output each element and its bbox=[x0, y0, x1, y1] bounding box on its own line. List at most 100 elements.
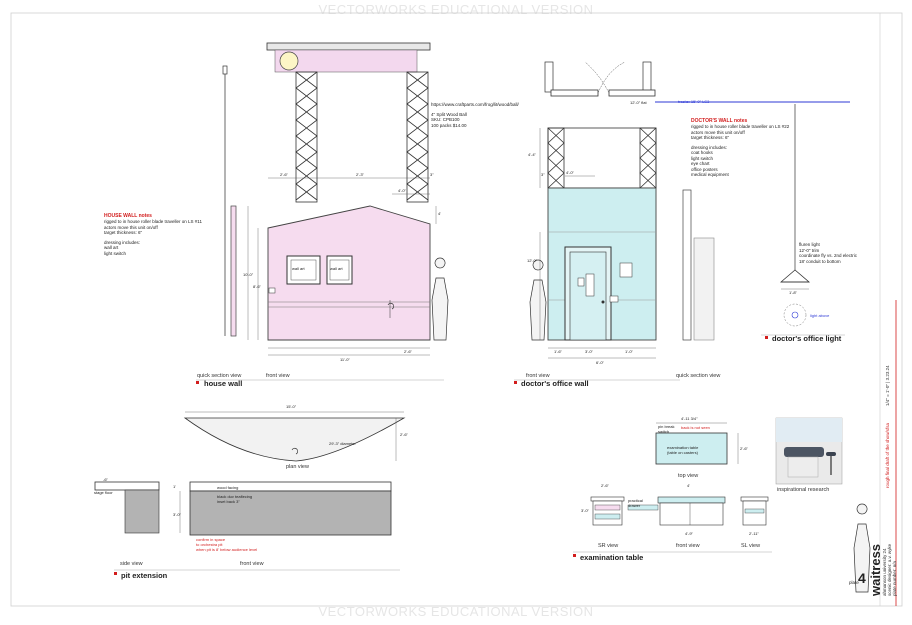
url-line: 4" Split Wood Ball bbox=[431, 111, 467, 117]
plate-label: plate bbox=[849, 580, 859, 585]
note-line: eye chart bbox=[691, 161, 710, 166]
title-block-line: plate number: n/a bbox=[892, 560, 897, 596]
view-label: front view bbox=[240, 561, 264, 567]
view-label: side view bbox=[120, 561, 143, 567]
house-wall-notes: HOUSE WALL notes rigged to in house roll… bbox=[104, 213, 202, 256]
dim-label: 2'-6" bbox=[404, 349, 412, 354]
doctors-wall-drawing bbox=[529, 61, 850, 359]
note-line: light switch bbox=[104, 250, 127, 256]
note-line: light switch bbox=[691, 155, 714, 161]
light-notes: fluren light 12'-0" trim coordinate fly … bbox=[799, 242, 857, 264]
note-line: black duv teaflecing bbox=[217, 494, 253, 499]
dim-label: 4' bbox=[438, 211, 441, 216]
exam-table-drawing bbox=[590, 417, 871, 593]
view-label: SR view bbox=[598, 543, 619, 549]
view-label: top view bbox=[678, 473, 699, 479]
plate-number: 4 bbox=[858, 570, 866, 586]
light-title: doctor's office light bbox=[772, 334, 842, 343]
pit-extension-drawing bbox=[94, 411, 406, 536]
note-line: wood facing bbox=[217, 485, 239, 490]
note-line: when pit is 8' below audience level bbox=[196, 547, 258, 552]
pit-red-notes: confirm in space to orchestra pit when p… bbox=[196, 537, 257, 552]
dim-label: 2'-6" bbox=[601, 483, 609, 488]
note-line: to orchestra pit bbox=[196, 542, 223, 547]
view-label: quick section view bbox=[197, 373, 242, 379]
note-line: inset back 3" bbox=[217, 499, 240, 504]
watermark-bottom: VECTORWORKS EDUCATIONAL VERSION bbox=[318, 604, 594, 619]
note-line: office posters bbox=[691, 166, 718, 172]
note-line: fluren light bbox=[799, 242, 820, 247]
dim-label: 12'-0" flat bbox=[630, 100, 647, 105]
dim-label: 3" bbox=[541, 172, 545, 177]
note-line: medical equipment bbox=[691, 172, 729, 177]
wall-art-label: wall art bbox=[292, 266, 305, 271]
dim-label: 1'-8" bbox=[789, 290, 797, 295]
light-above-label: light above bbox=[810, 313, 830, 318]
drawer-note-line: practical bbox=[628, 498, 643, 503]
inspiration-label: inspirational research bbox=[777, 487, 830, 493]
note-line: 18' conduit to bottom bbox=[799, 258, 841, 264]
url-note: https://www.craftparts.com/frog/lit/wood… bbox=[431, 102, 519, 128]
wall-art-label: wall art bbox=[330, 266, 343, 271]
pin-note: pin break switch bbox=[658, 424, 675, 434]
stage-floor-label: stage floor bbox=[94, 490, 113, 495]
table-label-line: examination table bbox=[667, 445, 699, 450]
dim-label: 3" bbox=[430, 172, 434, 177]
url-line: 100 packs $14.00 bbox=[431, 122, 467, 128]
house-wall-notes-title: HOUSE WALL notes bbox=[104, 213, 152, 219]
note-line: rigged to in house roller blade travelle… bbox=[691, 124, 790, 129]
dim-label: 3'-0" bbox=[585, 349, 593, 354]
dim-label: 3'-0" bbox=[581, 508, 589, 513]
dim-label: 4'-9" bbox=[685, 531, 693, 536]
note-line: actors move this unit on/off bbox=[691, 129, 745, 135]
dim-label: 2'-6" bbox=[400, 432, 408, 437]
doctors-wall-title: doctor's office wall bbox=[521, 379, 589, 388]
dim-label: 6'-0" bbox=[596, 360, 604, 365]
dim-label: 4'-0" bbox=[398, 188, 406, 193]
dim-label: 1'-0" bbox=[625, 349, 633, 354]
note-line: 12'-0" trim bbox=[799, 247, 820, 253]
dim-label: 15'-0" bbox=[286, 404, 297, 409]
dim-label: 4' bbox=[687, 483, 690, 488]
dim-label: 2'-6" bbox=[280, 172, 288, 177]
dim-label: 2'-3" bbox=[356, 172, 364, 177]
dim-label: 10'-0" bbox=[243, 272, 254, 277]
url-text: https://www.craftparts.com/frog/lit/wood… bbox=[431, 102, 519, 107]
dim-label: 4'-4" bbox=[528, 152, 536, 157]
dim-label: 2'-6" bbox=[740, 446, 748, 451]
table-label: examination table (table on casters) bbox=[667, 445, 698, 455]
note-line: coat hooks bbox=[691, 150, 713, 155]
note-line: actors move this unit on/off bbox=[104, 224, 158, 230]
view-label: front view bbox=[526, 373, 550, 379]
drawer-note: practical drawer bbox=[628, 498, 643, 508]
view-label: front view bbox=[676, 543, 700, 549]
title-block-red: rough final draft of the show/sfsa bbox=[885, 422, 890, 488]
view-label: quick section view bbox=[676, 373, 721, 379]
note-line: target thickness: 6" bbox=[691, 135, 730, 140]
dim-label: 2'-11" bbox=[749, 531, 759, 536]
drawer-note-line: drawer bbox=[628, 503, 641, 508]
track-label: tracks: 15'-0" LS3 bbox=[678, 99, 710, 104]
radius-label: 29'-3" diameter bbox=[329, 441, 356, 446]
view-label: front view bbox=[266, 373, 290, 379]
pit-notes: wood facing black duv teaflecing inset b… bbox=[217, 485, 252, 504]
exam-title: examination table bbox=[580, 553, 644, 562]
view-label: SL view bbox=[741, 543, 761, 549]
dim-label: 12'-0" bbox=[527, 258, 538, 263]
note-line: wall art bbox=[104, 245, 119, 250]
view-label: plan view bbox=[286, 464, 309, 470]
doctors-wall-notes-title: DOCTOR'S WALL notes bbox=[691, 118, 748, 124]
note-line: confirm in space bbox=[196, 537, 226, 542]
note-line: rigged to in house roller blade travelle… bbox=[104, 219, 202, 224]
pit-title: pit extension bbox=[121, 571, 168, 580]
note-line: target thickness: 6" bbox=[104, 230, 143, 235]
house-wall-drawing bbox=[222, 42, 449, 356]
back-note: back is not seen bbox=[681, 425, 710, 430]
light-drawing bbox=[779, 104, 811, 327]
note-line: coordinate fly vs. 2nd electric bbox=[799, 253, 858, 258]
dim-label: 1'-6" bbox=[554, 349, 562, 354]
dim-label: 1' bbox=[173, 484, 176, 489]
house-wall-title: house wall bbox=[204, 379, 243, 388]
